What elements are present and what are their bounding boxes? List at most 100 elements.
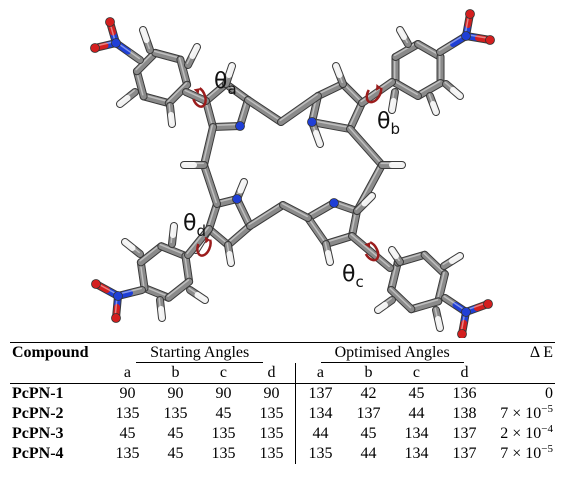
opt-angle: 44 [360,445,377,462]
link-bond [348,232,394,272]
start-angle: 45 [167,425,184,442]
h-bond [432,306,444,332]
h-bond [378,161,406,169]
oxygen-atom [90,43,100,53]
start-angle: 135 [115,445,140,462]
bridge-bond [246,201,287,230]
compound-name: PcPN-3 [12,425,64,442]
start-angle: 135 [163,405,188,422]
opt-angle: 137 [452,445,477,462]
oxygen-atom [105,17,115,27]
h-bond [116,88,139,108]
rotation-arrows [192,84,383,262]
angles-table: Compound Starting Angles Optimised Angle… [10,342,555,464]
opt-angle: 135 [295,444,345,464]
sub-header: b [364,364,373,381]
oxygen-atom [91,279,101,289]
h-bond [222,62,236,88]
nitrogen-atom [461,31,471,41]
compound-header: Compound [10,342,104,363]
starting-angles-header: Starting Angles [103,342,296,363]
h-bond [186,286,209,304]
opt-angle: 45 [392,383,441,404]
bridge-bond [200,161,221,208]
table-header-row: Compound Starting Angles Optimised Angle… [10,342,555,363]
oxygen-atom [465,9,475,19]
h-bond [168,222,178,248]
bridge-bond [277,92,322,126]
phenyl-c-bond [407,297,443,314]
opt-angle: 134 [404,425,429,442]
nitrogen-atom [235,121,245,131]
start-angle: 90 [103,383,152,404]
opt-angle: 138 [452,405,477,422]
start-angle: 135 [259,425,284,442]
delta-e-value: 7 × 10−5 [500,403,553,423]
phenyl-a-bond [151,48,185,64]
molecule-atoms [90,9,495,338]
h-bond [396,26,412,48]
nitrogen-atom [329,198,339,208]
nitrogen-atom [232,194,242,204]
nitrogen-atom [111,38,121,48]
sub-header: c [412,364,420,381]
table-row: PcPN-4 135 45 135 135 135 44 134 137 7 ×… [10,444,555,464]
bridge-bond [279,201,312,222]
delta-e-value: 0 [488,383,555,404]
phenyl-b-bond [436,53,445,87]
rotation-arrow-b [365,84,383,104]
h-bond [166,102,176,128]
bridge-bond [200,123,217,169]
table-row: PcPN-2 135 135 45 135 134 137 44 138 7 ×… [10,404,555,424]
start-angle: 90 [199,383,248,404]
nitrogen-atom [461,307,471,317]
compound-name: PcPN-1 [10,383,104,404]
start-angle: 45 [167,445,184,462]
delta-e-value: 2 × 10−4 [500,423,553,443]
start-angle: 45 [215,405,232,422]
start-angle: 135 [211,425,236,442]
theta-a-label: θa [214,69,237,98]
table-subheader-row: a b c d a b c d [10,363,555,384]
start-angle: 45 [119,425,136,442]
phenyl-c-bond [387,285,416,314]
phenyl-b-bond [414,79,445,100]
phenyl-c-bond [434,270,449,306]
h-bond [139,26,154,54]
theta-c-label: θc [342,262,364,291]
rotation-arrow-d [196,236,212,257]
rotation-arrow-a [192,87,207,108]
h-bond [322,240,334,266]
opt-angle: 44 [408,405,425,422]
nitrogen-atom [307,117,317,127]
start-angle: 90 [247,383,296,404]
h-bond [426,92,440,116]
h-bond [332,62,347,88]
compound-name: PcPN-4 [12,445,64,462]
delta-e-value: 7 × 10−5 [500,443,553,463]
h-bond [121,238,144,258]
bridge-bond [346,125,386,169]
optimised-angles-header: Optimised Angles [295,342,489,363]
opt-angle: 137 [295,383,345,404]
start-angle: 90 [151,383,200,404]
delta-e-header: Δ E [488,342,555,363]
oxygen-atom [457,329,467,338]
oxygen-atom [485,35,495,45]
opt-angle: 137 [452,425,477,442]
link-bond [182,88,210,105]
h-bond [156,296,166,322]
opt-angle: 45 [360,425,377,442]
sub-header: d [267,364,276,381]
opt-angle: 137 [356,405,381,422]
compound-name: PcPN-2 [12,405,64,422]
start-angle: 135 [259,405,284,422]
oxygen-atom [483,299,493,309]
h-bond [180,161,208,169]
sub-header: c [219,364,227,381]
phenyl-a-bond [164,80,192,108]
opt-angle: 44 [295,424,345,444]
nitrogen-atom [113,291,123,301]
opt-angle: 136 [440,383,489,404]
opt-angle: 134 [295,404,345,424]
